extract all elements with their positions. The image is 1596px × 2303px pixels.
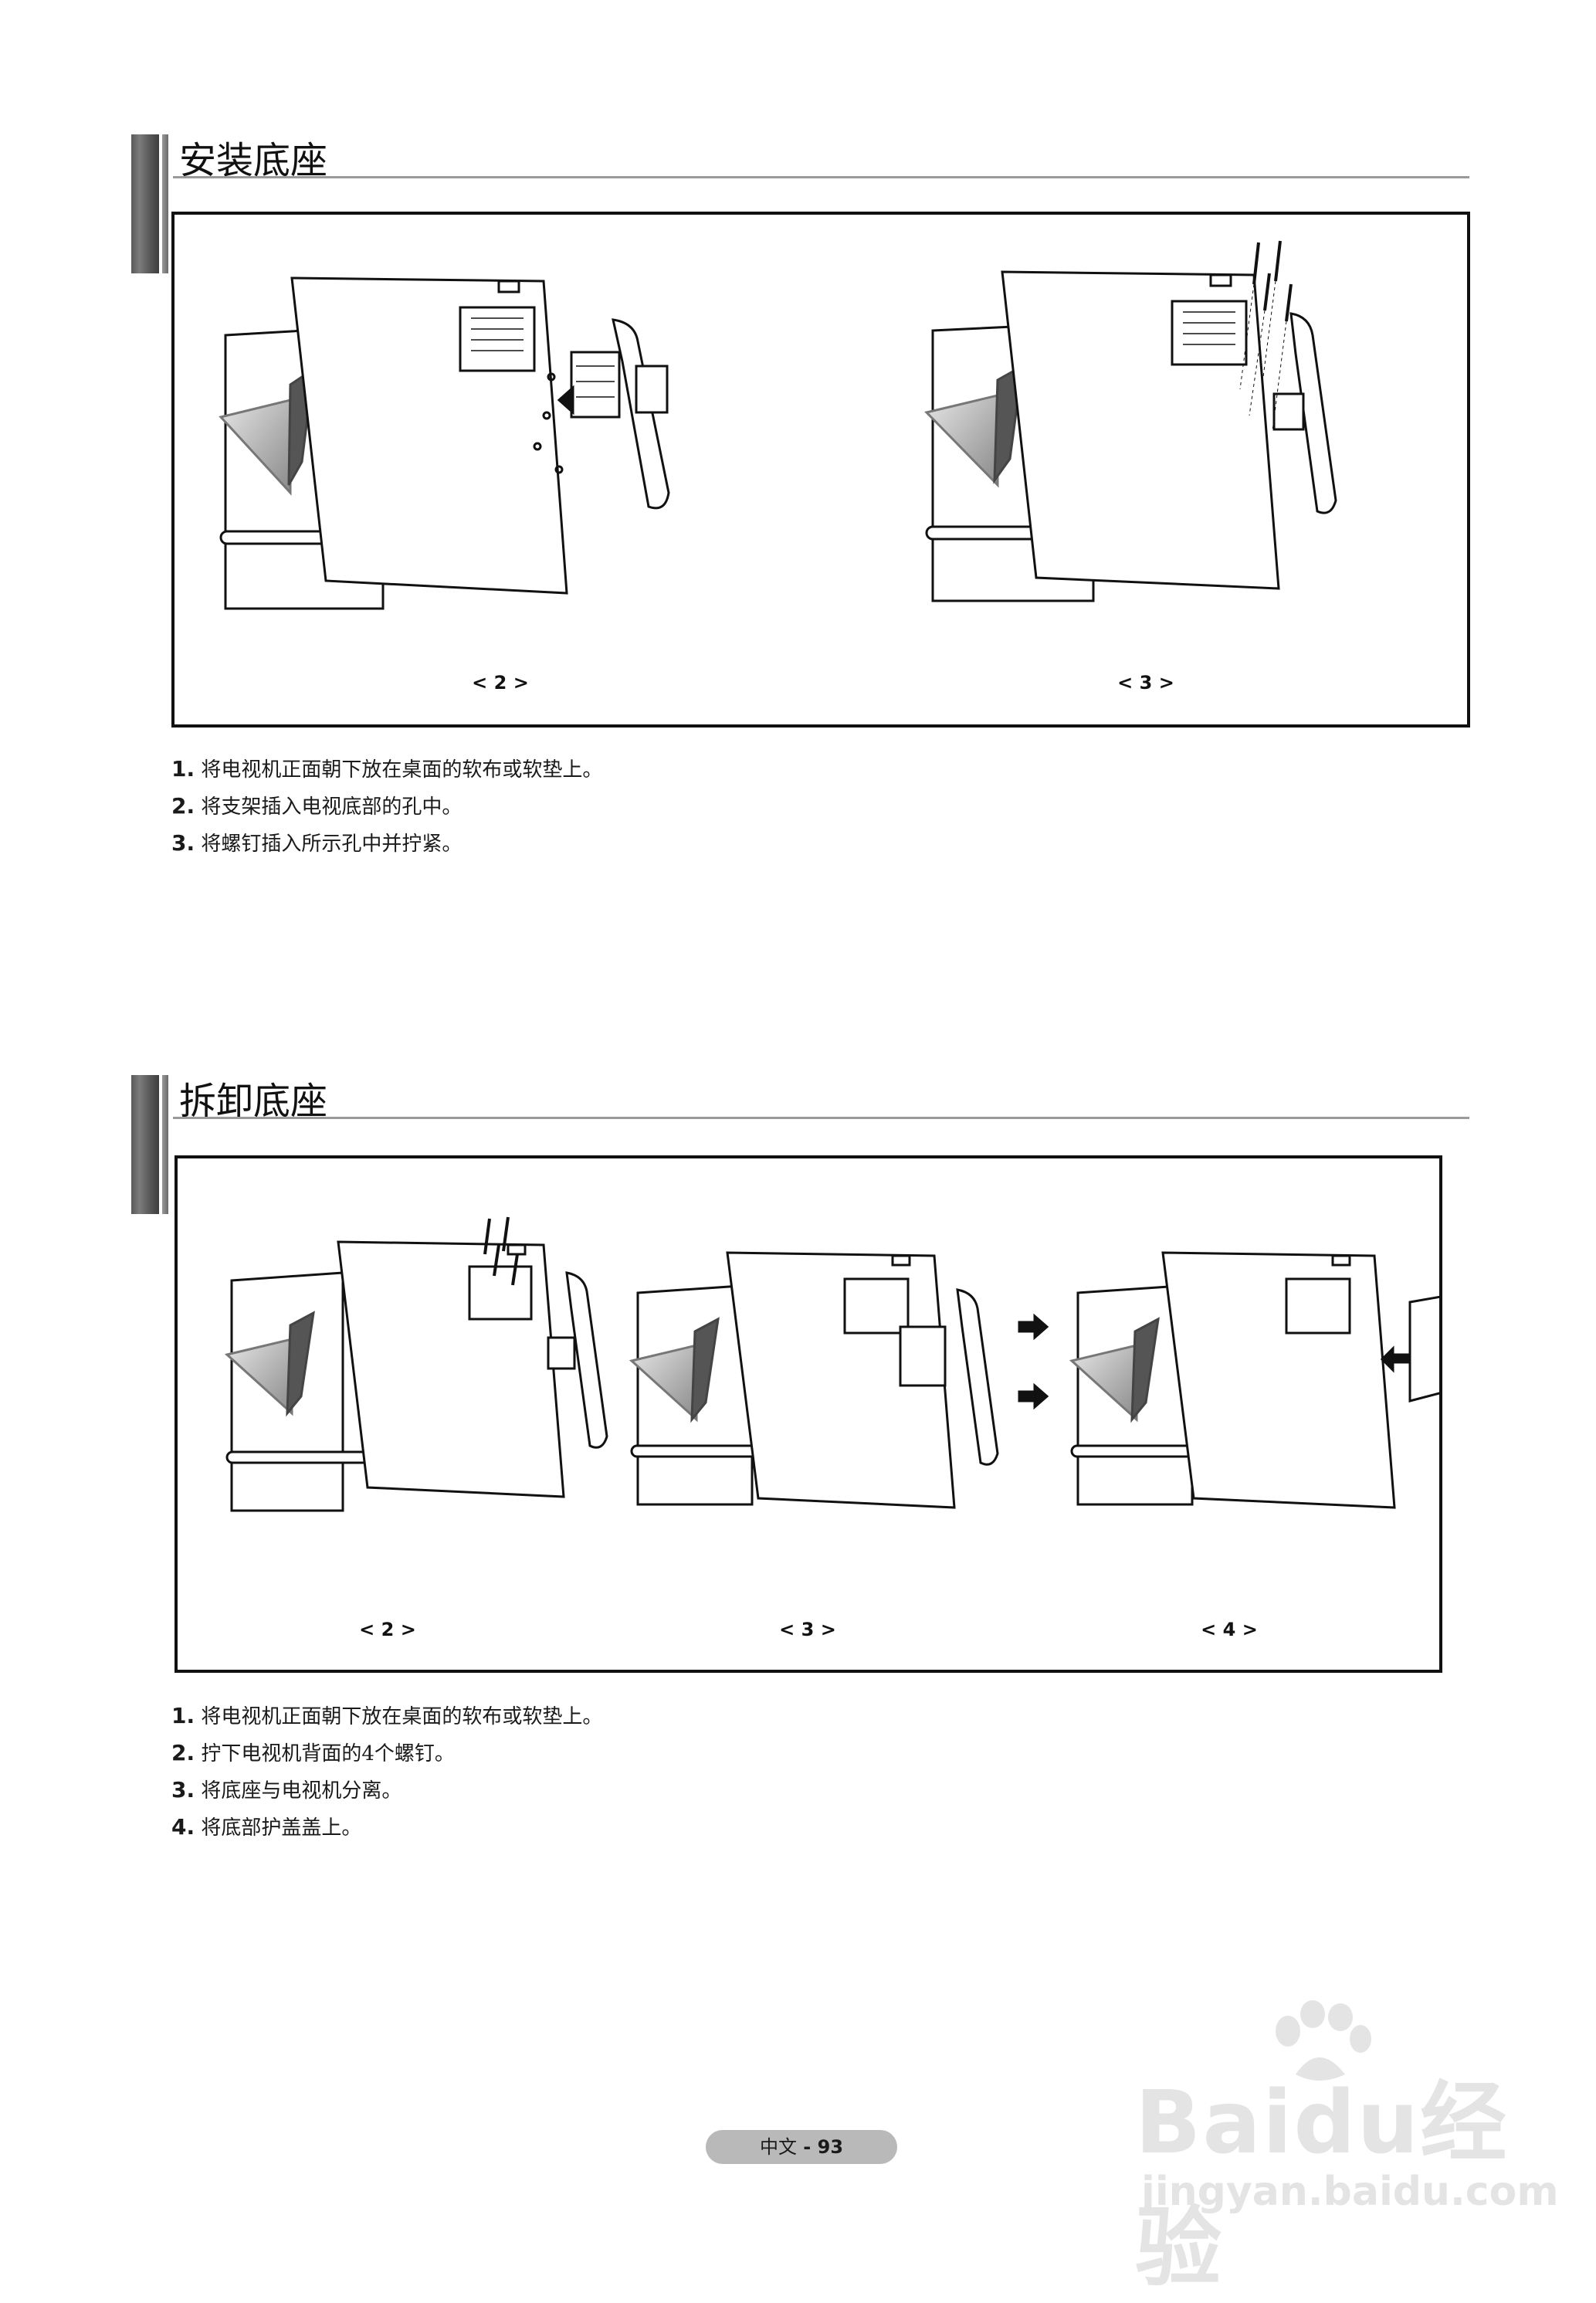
remove-diagram [224, 1216, 1439, 1512]
footer-page-number: 93 [817, 2136, 844, 2158]
caption-remove-4: < 4 > [1201, 1619, 1258, 1640]
remove-step-2: 2. 拧下电视机背面的4个螺钉。 [171, 1740, 455, 1765]
install-diagram [219, 240, 1337, 610]
caption-remove-3: < 3 > [779, 1619, 836, 1640]
figure-remove-2 [224, 1216, 608, 1512]
figure-remove-4 [1069, 1251, 1439, 1509]
install-step-1: 1. 将电视机正面朝下放在桌面的软布或软垫上。 [171, 756, 603, 782]
remove-step-3: 3. 将底座与电视机分离。 [171, 1777, 402, 1803]
remove-step-4: 4. 将底部护盖盖上。 [171, 1814, 362, 1840]
figure-install-2 [219, 276, 670, 610]
remove-step-1: 1. 将电视机正面朝下放在桌面的软布或软垫上。 [171, 1703, 603, 1728]
section-rule-remove [173, 1117, 1469, 1119]
install-illustration-frame: < 2 > < 3 > [171, 212, 1470, 728]
watermark-logo-text: Baidu经验 [1135, 2073, 1509, 2298]
caption-install-2: < 2 > [472, 672, 529, 694]
install-steps: 1. 将电视机正面朝下放在桌面的软布或软垫上。 2. 将支架插入电视底部的孔中。… [171, 751, 602, 862]
install-step-3: 3. 将螺钉插入所示孔中并拧紧。 [171, 830, 463, 856]
figure-install-3 [924, 240, 1337, 602]
baidu-watermark: Baidu经验 jingyan.baidu.com [1135, 2000, 1559, 2298]
section-rule-install [173, 176, 1469, 178]
footer-separator: - [796, 2136, 818, 2158]
footer-language: 中文 [759, 2136, 797, 2158]
section-title-remove: 拆卸底座 [179, 1080, 328, 1123]
paw-logo-icon [1276, 2000, 1371, 2081]
remove-illustration-frame: < 2 > < 3 > < 4 > [175, 1155, 1442, 1673]
caption-install-3: < 3 > [1117, 672, 1174, 694]
page-number-badge: 中文 - 93 [706, 2130, 897, 2164]
remove-steps: 1. 将电视机正面朝下放在桌面的软布或软垫上。 2. 拧下电视机背面的4个螺钉。… [171, 1698, 602, 1846]
watermark-url: jingyan.baidu.com [1141, 2169, 1559, 2215]
figure-remove-3 [629, 1251, 1049, 1509]
install-step-2: 2. 将支架插入电视底部的孔中。 [171, 793, 463, 819]
section-marker-install [131, 134, 168, 273]
section-title-install: 安装底座 [179, 139, 328, 182]
caption-remove-2: < 2 > [359, 1619, 416, 1640]
section-marker-remove [131, 1075, 168, 1214]
